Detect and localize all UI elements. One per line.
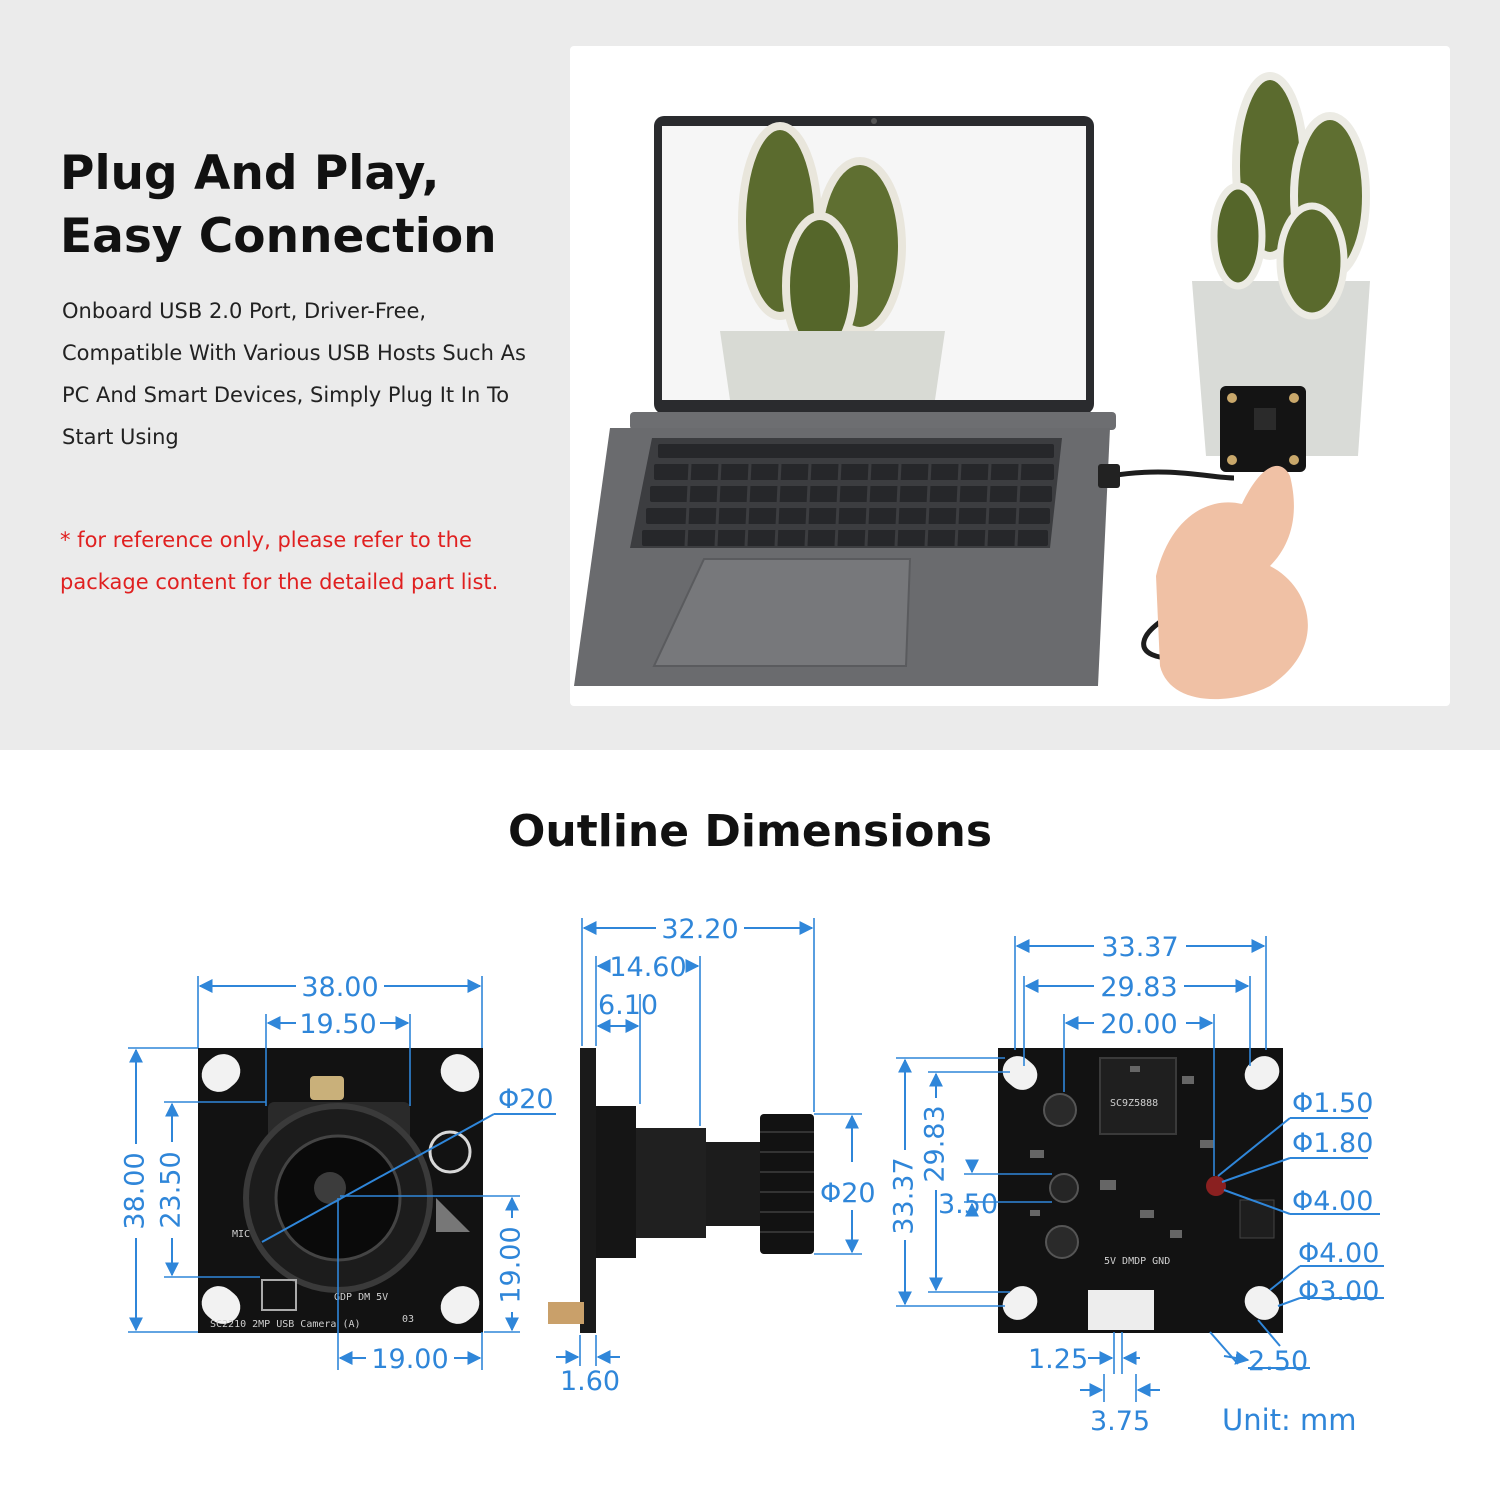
mount-hole bbox=[1227, 455, 1237, 465]
laptop-keyboard bbox=[630, 438, 1062, 548]
side-view: 32.20 14.60 6.10 Φ20 1.60 bbox=[548, 914, 876, 1397]
back-silk-chip: SC9Z5888 bbox=[1110, 1098, 1158, 1109]
back-mic-hole bbox=[1049, 1173, 1079, 1203]
outline-title: Outline Dimensions bbox=[507, 806, 993, 857]
front-connector bbox=[310, 1076, 344, 1100]
back-mount-slot bbox=[1244, 1286, 1280, 1320]
hero-headline: Plug And Play, Easy Connection bbox=[60, 142, 540, 268]
mount-hole bbox=[1289, 393, 1299, 403]
front-mount-slot bbox=[201, 1286, 241, 1324]
mount-hole bbox=[1289, 455, 1299, 465]
back-capacitor bbox=[1045, 1225, 1079, 1259]
front-logo-mark bbox=[436, 1198, 470, 1232]
reference-note: * for reference only, please refer to th… bbox=[60, 528, 499, 594]
front-lens-center-v-label: 19.00 bbox=[496, 1226, 527, 1303]
back-outer-height-label: 33.37 bbox=[889, 1157, 920, 1234]
back-hole-spacing-h-label: 29.83 bbox=[1100, 972, 1177, 1003]
laptop-hinge bbox=[630, 412, 1116, 430]
outline-dimensions-diagram: SC2210 2MP USB Camera (A) GDP DM 5V MIC … bbox=[120, 914, 1384, 1437]
usb-plug bbox=[1098, 464, 1120, 488]
back-usb-connector bbox=[1088, 1290, 1154, 1330]
back-d4-label: Φ4.00 bbox=[1298, 1238, 1379, 1269]
hero-headline-line2: Easy Connection bbox=[60, 209, 497, 264]
front-silk-pins: GDP DM 5V bbox=[334, 1292, 388, 1303]
front-mount-slot bbox=[201, 1054, 241, 1092]
front-pb-free-mark bbox=[428, 1130, 472, 1174]
mount-hole bbox=[1227, 393, 1237, 403]
side-lens-holder bbox=[596, 1106, 636, 1258]
camera-chip bbox=[1254, 408, 1276, 430]
back-d2-label: Φ1.80 bbox=[1292, 1128, 1373, 1159]
back-mount-slot bbox=[1002, 1056, 1038, 1090]
side-lens-diameter-label: Φ20 bbox=[820, 1178, 876, 1209]
front-lens-reflection bbox=[314, 1172, 346, 1204]
front-silk-model: SC2210 2MP USB Camera (A) bbox=[210, 1319, 361, 1330]
back-conn-width-label: 3.75 bbox=[1090, 1406, 1150, 1437]
back-mount-slot bbox=[1244, 1056, 1280, 1090]
front-bin-mark bbox=[261, 1279, 297, 1311]
back-silk-conn: 5V DMDP GND bbox=[1104, 1256, 1170, 1267]
side-holder-depth-label: 6.10 bbox=[598, 990, 658, 1021]
product-photo bbox=[570, 46, 1450, 706]
unit-label: Unit: mm bbox=[1222, 1403, 1357, 1437]
side-pcb bbox=[580, 1048, 596, 1333]
webcam-dot bbox=[871, 118, 877, 124]
front-view: SC2210 2MP USB Camera (A) GDP DM 5V MIC … bbox=[120, 972, 556, 1375]
laptop-camera-illustration bbox=[574, 72, 1370, 700]
front-lens-center-h-label: 19.00 bbox=[371, 1344, 448, 1375]
front-mount-slot bbox=[440, 1054, 480, 1092]
back-d5-label: Φ3.00 bbox=[1298, 1276, 1379, 1307]
front-width-label: 38.00 bbox=[301, 972, 378, 1003]
back-d1-label: Φ1.50 bbox=[1292, 1088, 1373, 1119]
side-pcb-thickness-label: 1.60 bbox=[560, 1366, 620, 1397]
back-capacitor bbox=[1043, 1093, 1077, 1127]
back-mount-slot bbox=[1002, 1286, 1038, 1320]
hero-body: Onboard USB 2.0 Port, Driver-Free, Compa… bbox=[62, 299, 526, 449]
back-d3-label: Φ4.00 bbox=[1292, 1186, 1373, 1217]
front-silk-mic: MIC bbox=[232, 1229, 250, 1240]
front-height-label: 38.00 bbox=[120, 1152, 151, 1229]
side-total-depth-label: 32.20 bbox=[661, 914, 738, 945]
back-led bbox=[1206, 1176, 1226, 1196]
back-slot-label: 2.50 bbox=[1248, 1346, 1308, 1377]
hero-headline-line1: Plug And Play, bbox=[60, 146, 440, 201]
back-outer-width-label: 33.37 bbox=[1101, 932, 1178, 963]
back-view: SC9Z5888 5V DMDP GND 33.37 29.83 20.00 bbox=[889, 932, 1384, 1437]
back-hole-spacing-v-label: 29.83 bbox=[920, 1105, 951, 1182]
front-lens-offset-label: 23.50 bbox=[156, 1151, 187, 1228]
side-connector bbox=[548, 1302, 584, 1324]
back-pitch-label: 1.25 bbox=[1028, 1344, 1088, 1375]
side-lens-neck bbox=[706, 1142, 760, 1226]
laptop-touchpad bbox=[652, 558, 912, 667]
front-mount-spacing-label: 19.50 bbox=[299, 1009, 376, 1040]
side-lens-base bbox=[636, 1128, 706, 1238]
front-mount-slot bbox=[440, 1286, 480, 1324]
front-lens-diameter-label: Φ20 bbox=[498, 1084, 554, 1115]
side-lens-front bbox=[760, 1114, 814, 1254]
back-offset-label: 3.50 bbox=[938, 1189, 998, 1220]
back-inner-width-label: 20.00 bbox=[1100, 1009, 1177, 1040]
screen-cactus-image bbox=[720, 122, 945, 400]
front-silk-rev: 03 bbox=[402, 1314, 414, 1325]
hero-section: Plug And Play, Easy Connection Onboard U… bbox=[0, 0, 1500, 750]
hand bbox=[1156, 465, 1308, 700]
side-lens-base-depth-label: 14.60 bbox=[609, 952, 686, 983]
